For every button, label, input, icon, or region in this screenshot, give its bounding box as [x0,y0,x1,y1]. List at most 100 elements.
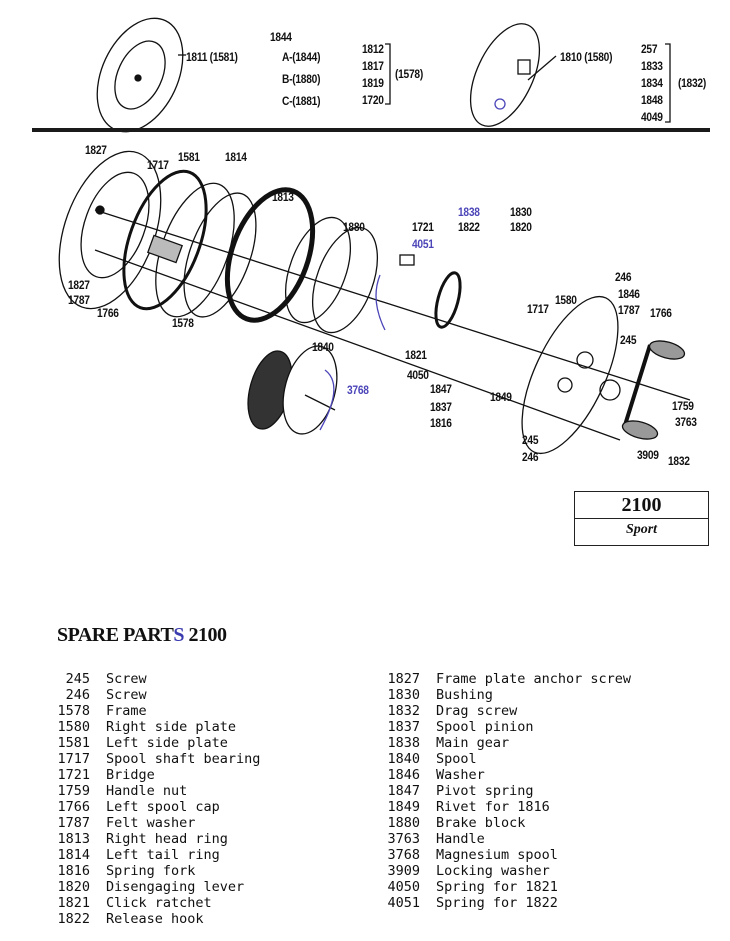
callout: 1821 [405,348,427,362]
part-name: Spring fork [106,863,196,879]
part-number: 1717 [57,751,90,767]
callout: 1813 [272,190,294,204]
part-name: Washer [436,767,485,783]
part-number: 1787 [57,815,90,831]
part-name: Left side plate [106,735,228,751]
parts-list-row: 1838 Main gear [362,735,631,751]
callout: 1717 [147,158,169,172]
label-1812: 1812 [362,42,384,56]
part-number: 1837 [387,719,420,735]
title-prefix: SPARE PART [57,624,174,646]
part-name: Main gear [436,735,510,751]
part-name: Brake block [436,815,526,831]
callout: 246 [615,270,632,284]
exploded-diagram-drawing [58,17,691,455]
parts-list-row: 1717 Spool shaft bearing [32,751,260,767]
part-name: Handle nut [106,783,188,799]
label-257: 257 [641,42,658,56]
part-name: Left spool cap [106,799,220,815]
part-name: Left tail ring [106,847,220,863]
label-1833: 1833 [641,59,663,73]
callout: 1578 [172,316,194,330]
part-name: Release hook [106,911,204,927]
part-number: 1827 [387,671,420,687]
part-name: Spool pinion [436,719,534,735]
part-number: 1849 [387,799,420,815]
part-name: Felt washer [106,815,196,831]
callout: 1880 [343,220,365,234]
divider-rule [32,128,710,132]
part-number: 1814 [57,847,90,863]
model-box: 2100 Sport [574,491,709,546]
part-number: 1840 [387,751,420,767]
part-number: 1759 [57,783,90,799]
title-s: S [173,624,184,646]
label-4049: 4049 [641,110,663,124]
callout: 1840 [312,340,334,354]
callout: 3909 [637,448,659,462]
part-number: 1832 [387,703,420,719]
model-number: 2100 [621,494,662,516]
label-1844: 1844 [270,30,292,44]
model-variant: Sport [625,522,658,537]
part-name: Rivet for 1816 [436,799,550,815]
part-name: Screw [106,687,147,703]
part-name: Locking washer [436,863,550,879]
part-number: 1766 [57,799,90,815]
part-number: 1838 [387,735,420,751]
callout: 245 [620,333,637,347]
callout: 1827 [85,143,107,157]
callout: 1822 [458,220,480,234]
parts-list-row: 246 Screw [32,687,260,703]
parts-list-row: 1814 Left tail ring [32,847,260,863]
model-box-divider [575,518,708,519]
callout: 1766 [97,306,119,320]
callout: 245 [522,433,539,447]
callout: 1787 [68,293,90,307]
part-name: Right head ring [106,831,228,847]
part-name: Spool shaft bearing [106,751,261,767]
callout: 1827 [68,278,90,292]
part-name: Spool [436,751,477,767]
parts-list-row: 1880 Brake block [362,815,631,831]
part-number: 245 [65,671,90,687]
callout: 3763 [675,415,697,429]
callout: 1816 [430,416,452,430]
callout: 1847 [430,382,452,396]
part-number: 246 [65,687,90,703]
part-number: 1578 [57,703,90,719]
part-name: Click ratchet [106,895,212,911]
callout: 1820 [510,220,532,234]
callout: 1717 [527,302,549,316]
callout: 1721 [412,220,434,234]
label-1810: 1810 (1580) [560,50,613,64]
callout: 3768 [347,383,369,397]
part-number: 1880 [387,815,420,831]
callout: 1581 [178,150,200,164]
callout: 1830 [510,205,532,219]
part-name: Spring for 1822 [436,895,558,911]
part-name: Magnesium spool [436,847,558,863]
parts-list-row: 1849 Rivet for 1816 [362,799,631,815]
parts-list-row: 1840 Spool [362,751,631,767]
callout: 1849 [490,390,512,404]
part-name: Bridge [106,767,155,783]
part-number: 1847 [387,783,420,799]
part-number: 1822 [57,911,90,927]
